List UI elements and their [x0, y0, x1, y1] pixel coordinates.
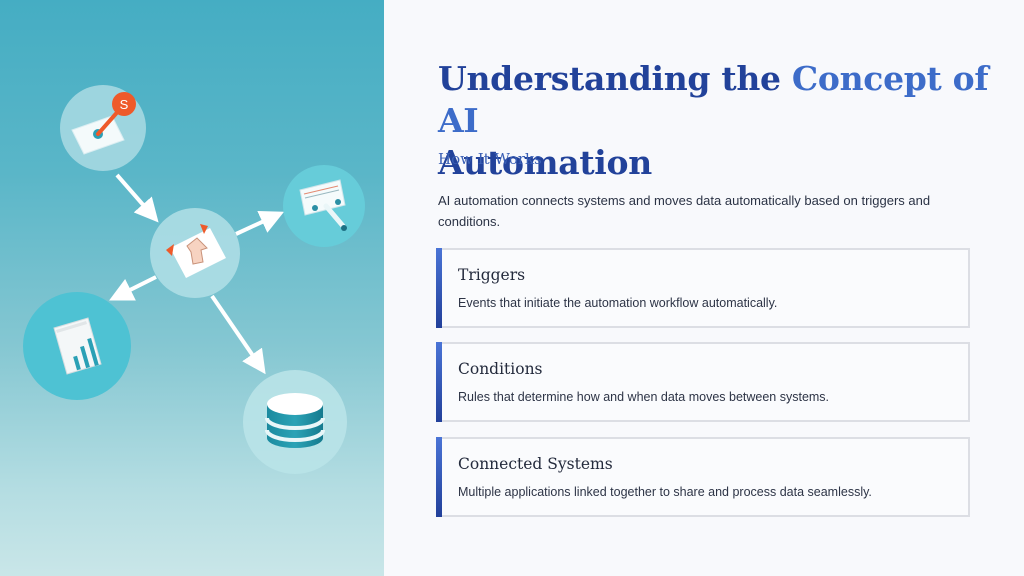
switch-icon: S — [71, 92, 136, 155]
card-title: Triggers — [458, 266, 526, 284]
node-database — [243, 370, 347, 474]
trigger-badge-label: S — [120, 97, 129, 112]
card-conditions: Conditions Rules that determine how and … — [436, 342, 970, 422]
edge-hub-to-report — [109, 275, 157, 301]
card-accent-bar — [436, 342, 442, 422]
card-description: Rules that determine how and when data m… — [458, 390, 830, 404]
intro-text: AI automation connects systems and moves… — [438, 193, 931, 229]
subtitle: How It Works — [438, 150, 542, 168]
card-description: Multiple applications linked together to… — [458, 485, 872, 499]
title-accent-text: Concept of AI — [438, 59, 989, 140]
node-trigger: S — [60, 85, 146, 171]
card-connected-systems: Connected Systems Multiple applications … — [436, 437, 970, 517]
card-title: Connected Systems — [458, 455, 613, 473]
card-title: Conditions — [458, 360, 543, 378]
illustration-panel: S — [0, 0, 384, 576]
node-report — [23, 292, 131, 400]
card-accent-bar — [436, 437, 442, 517]
card-description: Events that initiate the automation work… — [458, 296, 778, 310]
node-dashboard — [283, 165, 365, 247]
folder-upload-icon — [166, 224, 226, 278]
title-text: Understanding the — [438, 59, 792, 98]
node-hub — [150, 208, 240, 298]
bar-chart-document-icon — [53, 317, 102, 375]
edge-trigger-to-hub — [115, 173, 159, 223]
dashboard-pen-icon — [299, 179, 347, 231]
card-triggers: Triggers Events that initiate the automa… — [436, 248, 970, 328]
edge-hub-to-database — [210, 294, 266, 375]
database-icon — [265, 393, 325, 448]
card-accent-bar — [436, 248, 442, 328]
edge-hub-to-dashboard — [235, 210, 285, 236]
title-text-line2: Automation — [438, 143, 652, 182]
workflow-diagram: S — [23, 85, 365, 474]
